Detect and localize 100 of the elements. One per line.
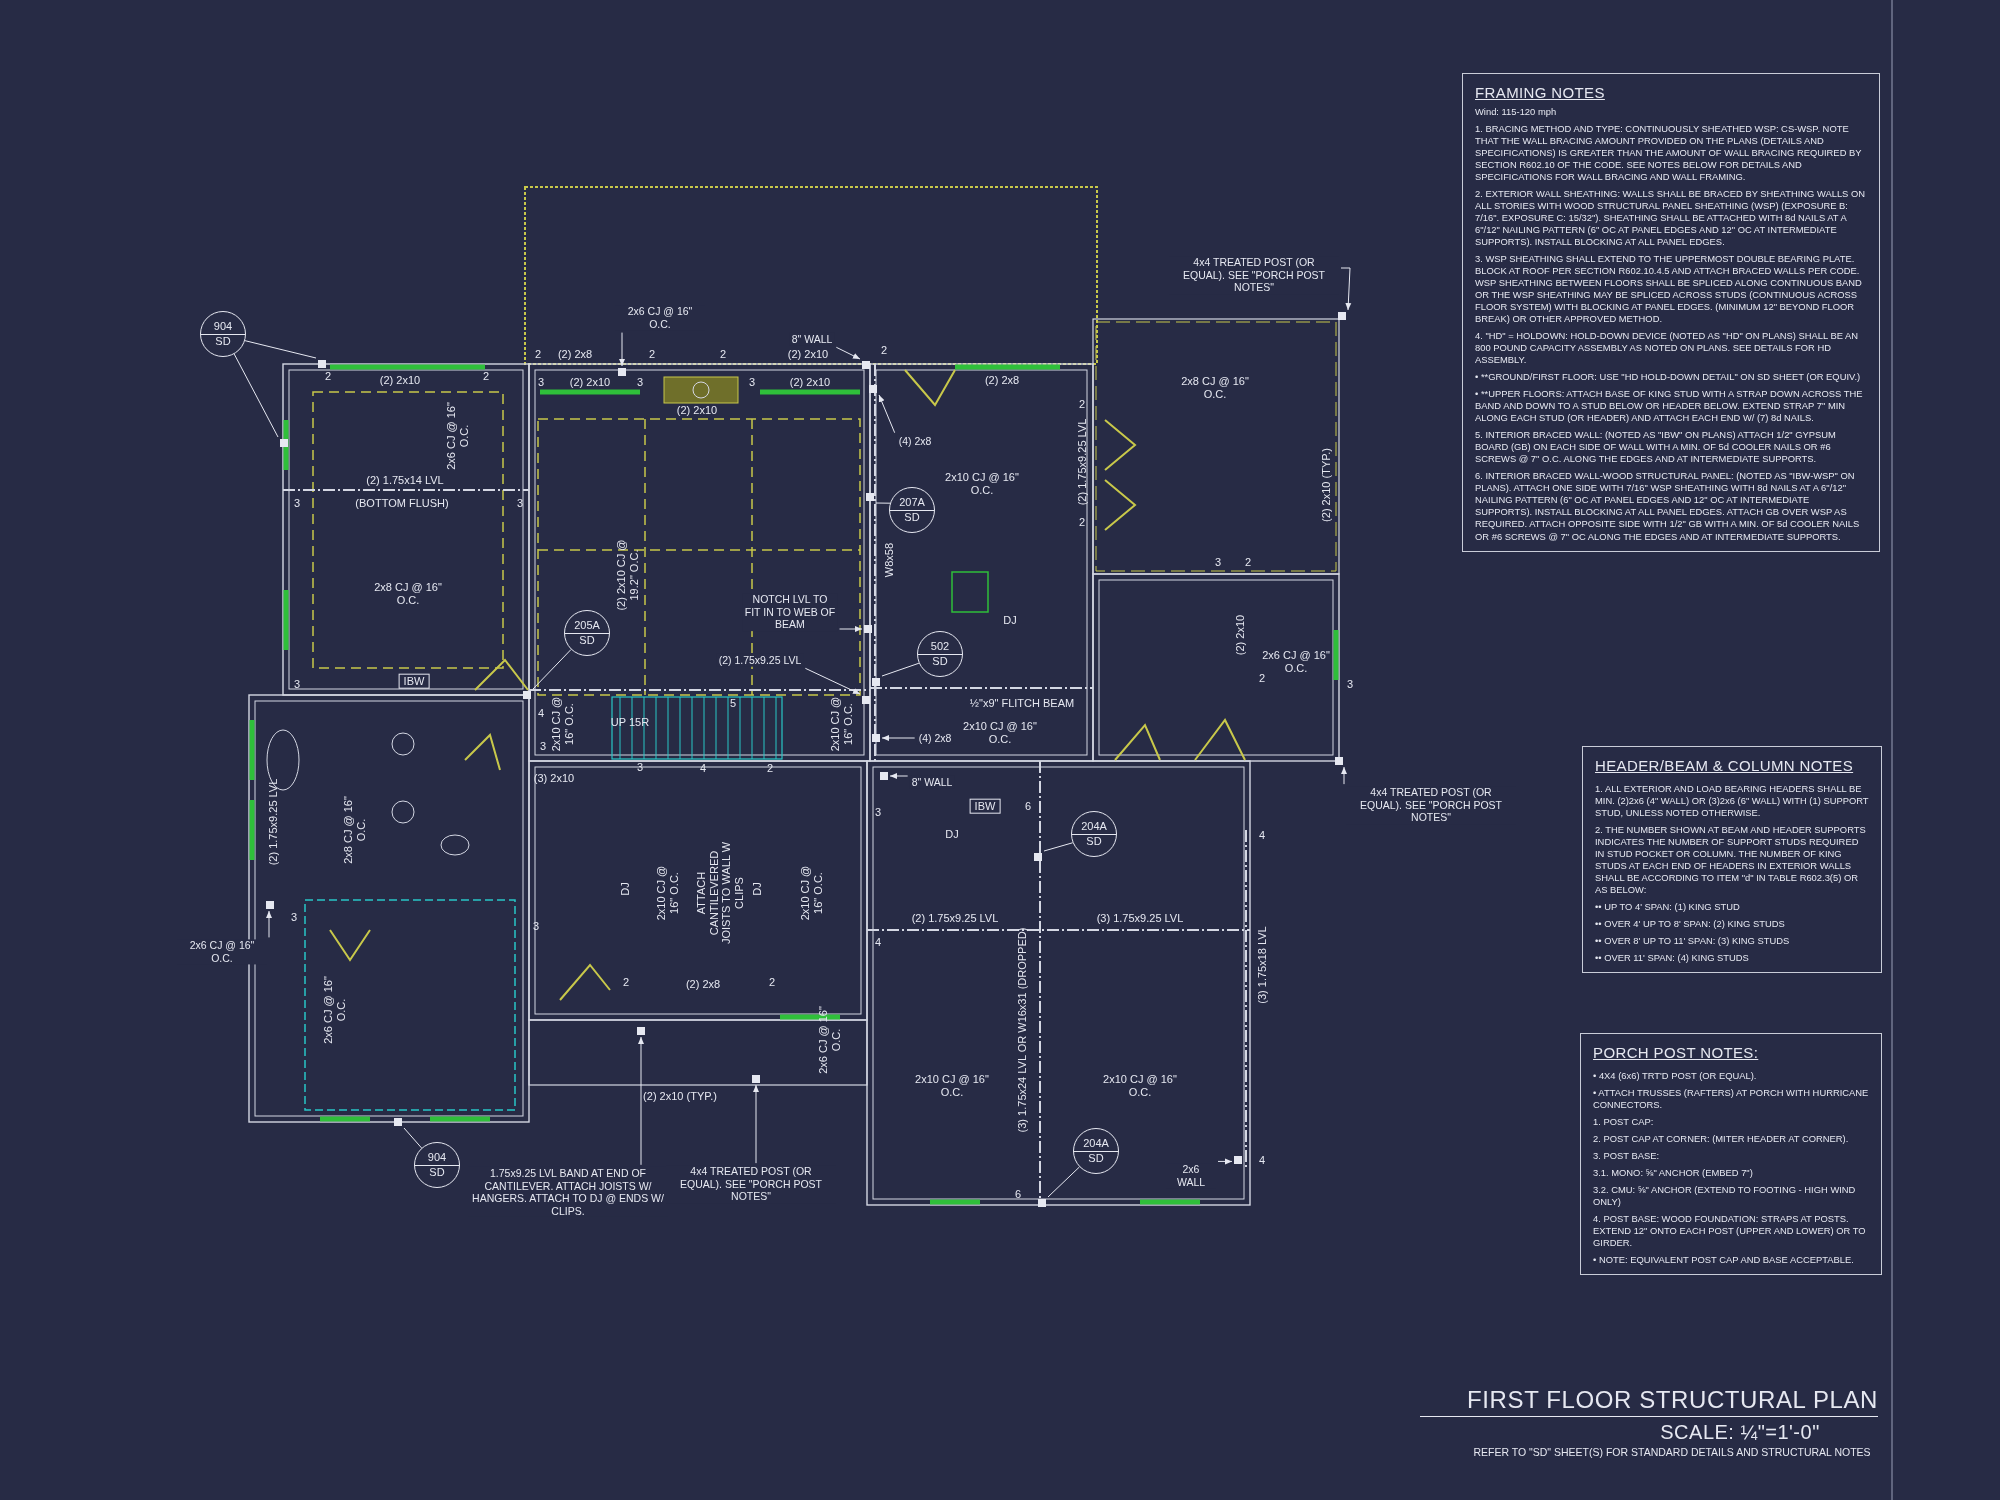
leader-line bbox=[889, 773, 909, 779]
post-square bbox=[872, 678, 880, 686]
framing-label: ATTACH CANTILEVERED JOISTS TO WALL W CLIPS bbox=[694, 840, 746, 947]
framing-label: 2x10 CJ @ 16" O.C. bbox=[550, 695, 576, 754]
framing-label: 2x8 CJ @ 16" O.C. bbox=[373, 581, 443, 607]
note-text: • ATTACH TRUSSES (RAFTERS) AT PORCH WITH HURRICANE CONNECTORS. bbox=[1593, 1086, 1869, 1111]
note-text: • 4X4 (6x6) TRT'D POST (OR EQUAL). bbox=[1593, 1069, 1758, 1082]
post-square bbox=[1338, 312, 1346, 320]
detail-callout-bubble bbox=[1071, 811, 1117, 857]
leader-line bbox=[835, 346, 861, 360]
framing-label: 2x8 CJ @ 16" O.C. bbox=[1180, 375, 1250, 401]
stud-count: 2 bbox=[1258, 671, 1266, 685]
leader-line bbox=[804, 667, 861, 695]
framing-label: (2) 2x10 bbox=[379, 373, 421, 387]
detail-callout-bubble bbox=[414, 1142, 460, 1188]
framing-label: W8x58 bbox=[882, 542, 896, 578]
framing-label: (2) 1.75x9.25 LVL bbox=[266, 778, 280, 866]
sheet-reference: SD bbox=[1072, 833, 1116, 848]
framing-label: (2) 2x8 bbox=[685, 977, 721, 991]
stud-count: 2 bbox=[768, 975, 776, 989]
leader-line bbox=[881, 735, 916, 741]
stud-count: 4 bbox=[1258, 828, 1266, 842]
detail-callout-bubble bbox=[564, 610, 610, 656]
note-text: •• OVER 4' UP TO 8' SPAN: (2) KING STUDS bbox=[1595, 917, 1786, 930]
stud-count: 2 bbox=[719, 347, 727, 361]
stud-count: 2 bbox=[1244, 555, 1252, 569]
framing-label: 2x6 CJ @ 16" O.C. bbox=[445, 401, 471, 471]
stud-count: 3 bbox=[293, 677, 301, 691]
notes-heading: PORCH POST NOTES: bbox=[1593, 1043, 1760, 1063]
detail-number: 205A bbox=[574, 619, 600, 633]
post-square bbox=[394, 1118, 402, 1126]
framing-label: 2x10 CJ @ 16" O.C. bbox=[655, 864, 681, 923]
framing-label: (2) 2x10 (TYP.) bbox=[1319, 448, 1333, 522]
framing-label: (2) 2x10 bbox=[789, 375, 831, 389]
framing-label: (2) 2x10 bbox=[676, 403, 718, 417]
detail-callout-bubble bbox=[200, 311, 246, 357]
detail-number: 502 bbox=[930, 640, 950, 654]
post-square bbox=[862, 696, 870, 704]
framing-label: DJ bbox=[750, 882, 764, 896]
leader-line bbox=[619, 332, 625, 367]
notes-heading: FRAMING NOTES bbox=[1475, 83, 1606, 103]
stud-count: 2 bbox=[1078, 397, 1086, 411]
notes-heading: HEADER/BEAM & COLUMN NOTES bbox=[1595, 756, 1855, 776]
sheet-reference: SD bbox=[890, 509, 934, 524]
leader-line bbox=[1341, 766, 1347, 785]
framing-label: 2x10 CJ @ 16" O.C. bbox=[829, 695, 855, 754]
stud-count: 3 bbox=[636, 375, 644, 389]
framing-label: (2) 2x8 bbox=[557, 347, 593, 361]
stud-count: 6 bbox=[1014, 1187, 1022, 1201]
notes-panel bbox=[1462, 73, 1880, 552]
framing-label: 2x10 CJ @ 16" O.C. bbox=[962, 720, 1038, 746]
note-text: 2. THE NUMBER SHOWN AT BEAM AND HEADER SUPPORTS INDICATES THE NUMBER OF SUPPORT STUDS REQUIRED IN STUD POCKET OR COLUMN. THE NUMBER OF KING STUDS AT EACH END OF HEADERS IN EXTERIOR WALLS SHALL BE ACCORDING TO ITEM "d" IN TABLE R602.3(5) OR AS BELOW: bbox=[1595, 823, 1867, 896]
leader-line bbox=[1340, 267, 1352, 311]
detail-number: 207A bbox=[899, 496, 925, 510]
note-text: 4. "HD" = HOLDOWN: HOLD-DOWN DEVICE (NOTED AS "HD" ON PLANS) SHALL BE AN 800 POUND CAPACITY ASSEMBLY AS NOTED ON PLANS. SEE DETAILS FOR HD ASSEMBLY. bbox=[1475, 330, 1860, 367]
note-text: 2. POST CAP AT CORNER: (MITER HEADER AT CORNER). bbox=[1593, 1132, 1850, 1145]
stud-count: 2 bbox=[1078, 515, 1086, 529]
post-square bbox=[637, 1027, 645, 1035]
framing-label: (2) 2x10 (TYP.) bbox=[643, 1089, 717, 1103]
stud-count: 3 bbox=[874, 805, 882, 819]
leader-line bbox=[753, 1084, 759, 1164]
framing-label: 2x8 CJ @ 16" O.C. bbox=[342, 795, 368, 865]
leader-line bbox=[1047, 1166, 1080, 1198]
stud-count: 2 bbox=[648, 347, 656, 361]
sheet-reference: SD bbox=[201, 333, 245, 348]
note-text: 5. INTERIOR BRACED WALL: (NOTED AS "IBW" ON PLANS) ATTACH 1/2" GYPSUM BOARD (GB) ON EACH SIDE OF WALL WITH A MIN. OF 5d COOLER NAILS OR #6 SCREWS @ 7" O.C. ALONG THE EDGES AND AT INTERMEDIATE SUPPORTS. bbox=[1475, 429, 1837, 466]
framing-label: (3) 1.75x9.25 LVL bbox=[1096, 911, 1184, 925]
note-text: Wind: 115-120 mph bbox=[1475, 105, 1558, 118]
framing-label: 2x10 CJ @ 16" O.C. bbox=[799, 864, 825, 923]
detail-number: 904 bbox=[427, 1151, 447, 1165]
scale-note: SCALE: ¼"=1'-0" bbox=[1660, 1420, 1820, 1444]
post-square bbox=[280, 439, 288, 447]
post-square bbox=[1034, 853, 1042, 861]
note-text: •• OVER 8' UP TO 11' SPAN: (3) KING STUDS bbox=[1595, 934, 1791, 947]
note-text: •• OVER 11' SPAN: (4) KING STUDS bbox=[1595, 951, 1750, 964]
note-text: 3.2. CMU: ⅝" ANCHOR (EXTEND TO FOOTING - HIGH WIND ONLY) bbox=[1593, 1183, 1857, 1208]
stud-count: 2 bbox=[766, 761, 774, 775]
framing-label: DJ bbox=[618, 882, 632, 896]
framing-label: (2) 1.75x9.25 LVL bbox=[1075, 418, 1089, 506]
note-text: • NOTE: EQUIVALENT POST CAP AND BASE ACCEPTABLE. bbox=[1593, 1253, 1855, 1266]
stud-count: 4 bbox=[874, 935, 882, 949]
stud-count: 2 bbox=[622, 975, 630, 989]
stud-count: 3 bbox=[516, 496, 524, 510]
framing-label: 2x10 CJ @ 16" O.C. bbox=[944, 471, 1020, 497]
note-text: 6. INTERIOR BRACED WALL-WOOD STRUCTURAL PANEL: (NOTED AS "IBW-WSP" ON PLANS). ATTACH ONE SIDE WITH 7/16" WSP SHEATHING WITH 8d NAILS AT A 6"/12" NAILING PATTERN (6" OC AT PANEL EDGES AND 12" OC AT INTERMEDIATE SUPPORTS). INSTALL BLOCKING AT ALL PANEL EDGES. ATTACH GB OVER WSP AS REQUIRED. ATTACH OPPOSITE SIDE WITH 1/2" GB WITH A MIN. OF 5d COOLER NAILS OR #6 SCREWS @ 7" OC ALONG THE EDGES AND AT INTERMEDIATE SUPPORTS. bbox=[1475, 470, 1861, 543]
callout-text: 8" WALL bbox=[909, 775, 955, 789]
sheet-reference: SD bbox=[1074, 1150, 1118, 1165]
leader-line bbox=[403, 1127, 423, 1149]
leader-line bbox=[875, 502, 891, 504]
stud-count: 3 bbox=[636, 760, 644, 774]
leader-line bbox=[839, 626, 863, 632]
stud-count: 3 bbox=[748, 375, 756, 389]
note-text: • **GROUND/FIRST FLOOR: USE "HD HOLD-DOWN DETAIL" ON SD SHEET (OR EQUIV.) bbox=[1475, 371, 1862, 384]
framing-label: (BOTTOM FLUSH) bbox=[355, 496, 449, 510]
stud-count: 2 bbox=[324, 369, 332, 383]
sheet-reference: SD bbox=[565, 632, 609, 647]
framing-label: 2x6 CJ @ 16" O.C. bbox=[817, 1005, 843, 1075]
framing-label: (2) 2x10 bbox=[569, 375, 611, 389]
stud-count: 3 bbox=[290, 910, 298, 924]
leader-line bbox=[878, 394, 896, 434]
